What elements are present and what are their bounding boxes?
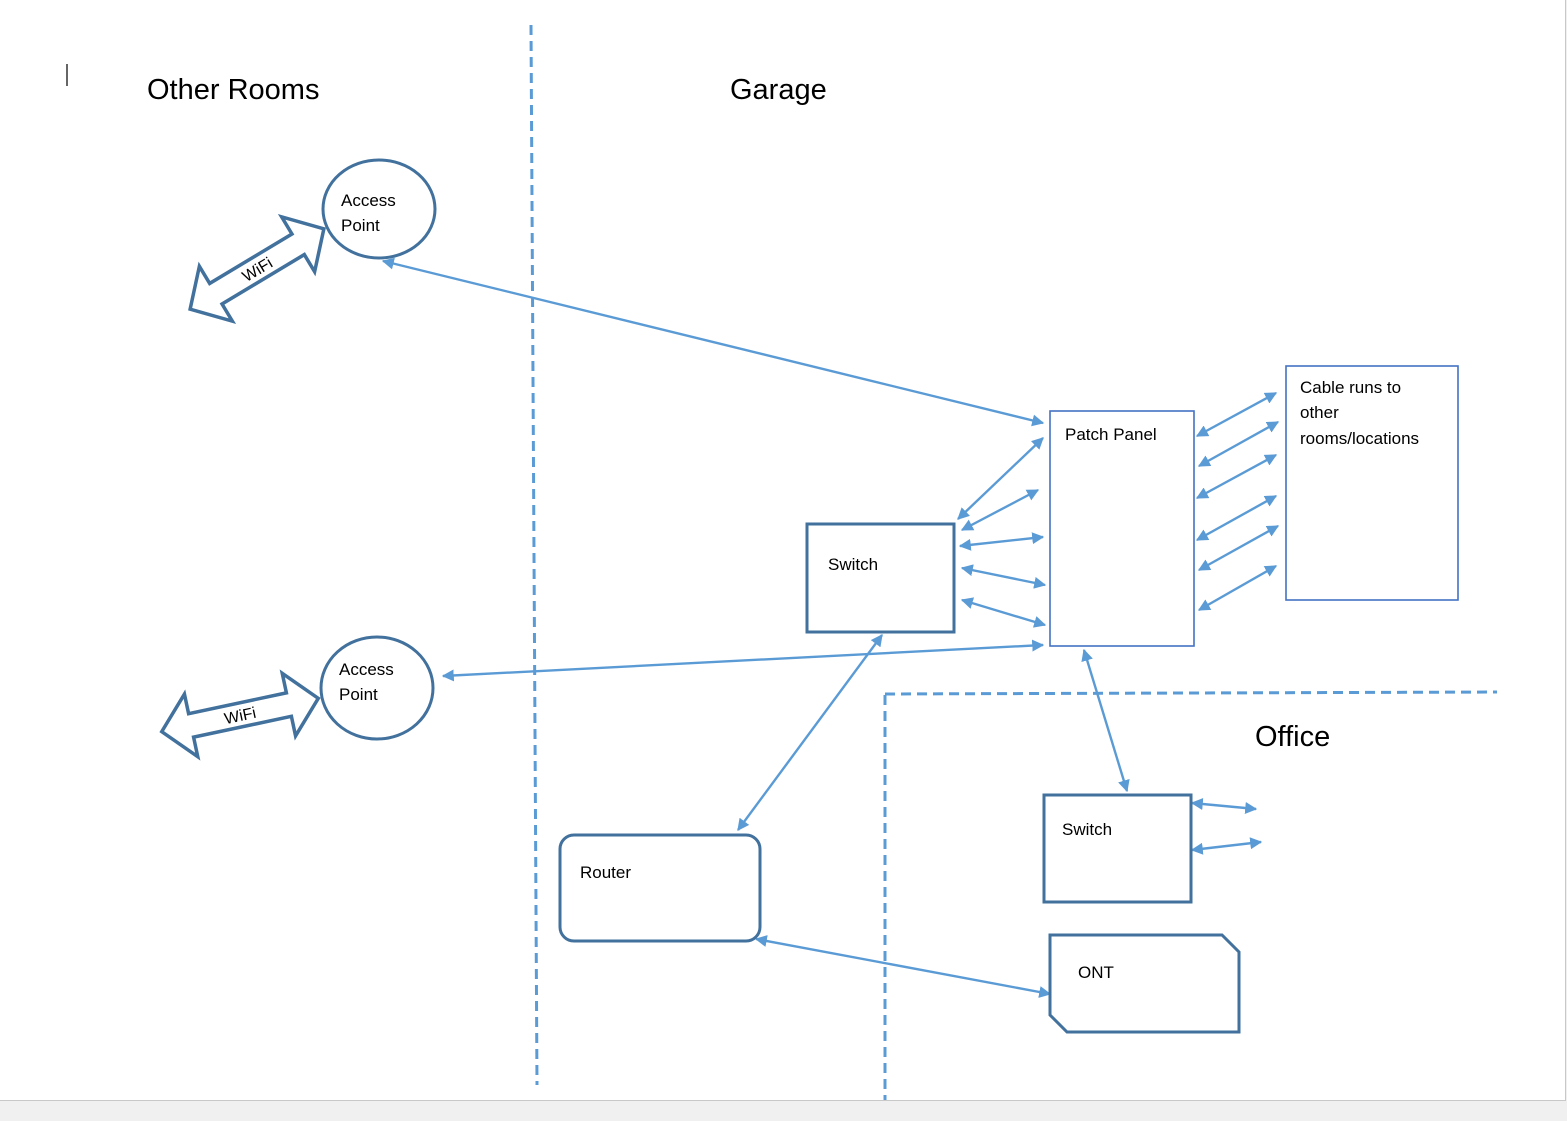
ont-label: ONT bbox=[1078, 963, 1114, 982]
connector-patch-to-ap-top bbox=[381, 257, 1045, 427]
connector-switch-patch-1 bbox=[957, 437, 1044, 520]
patch-panel-label: Patch Panel bbox=[1065, 425, 1157, 444]
access-point-top-label-line2: Point bbox=[341, 216, 380, 235]
connector-switch-router bbox=[737, 634, 883, 831]
cable-runs-shape bbox=[1285, 365, 1459, 601]
connector-switch-patch-2 bbox=[960, 488, 1040, 532]
zone-title-garage: Garage bbox=[730, 74, 827, 106]
router-label: Router bbox=[580, 863, 631, 882]
switch-office-label: Switch bbox=[1062, 820, 1112, 839]
connector-office-switch-out-2 bbox=[1190, 837, 1263, 855]
patch-panel: Patch Panel bbox=[1049, 410, 1195, 647]
office-divider-horizontal bbox=[884, 690, 1498, 696]
connector-switch-patch-3 bbox=[958, 532, 1045, 551]
double-arrow-icon bbox=[188, 213, 326, 325]
connector-office-switch-out-1 bbox=[1190, 798, 1258, 814]
connector-router-ont bbox=[754, 935, 1052, 998]
switch-garage-shape bbox=[805, 522, 956, 634]
ont: ONT bbox=[1048, 933, 1241, 1034]
connector-switch-patch-5 bbox=[960, 597, 1047, 628]
switch-office-shape bbox=[1042, 793, 1193, 904]
zone-divider-vertical bbox=[529, 24, 539, 1086]
cable-runs-label-line1: Cable runs to bbox=[1300, 378, 1401, 397]
zone-title-office: Office bbox=[1255, 721, 1330, 753]
wifi-label-bottom: WiFi bbox=[223, 705, 258, 728]
patch-panel-shape bbox=[1049, 410, 1195, 647]
router: Router bbox=[558, 833, 762, 943]
cable-runs-label-line2: other bbox=[1300, 403, 1339, 422]
connector-patch-cable-5 bbox=[1197, 524, 1280, 572]
connector-patch-cable-6 bbox=[1197, 564, 1278, 612]
access-point-top-label-line1: Access bbox=[341, 191, 396, 210]
cable-runs-label-line3: rooms/locations bbox=[1300, 429, 1419, 448]
access-point-bottom: Access Point bbox=[319, 635, 435, 741]
connections bbox=[381, 257, 1280, 998]
wifi-arrow-bottom: WiFi bbox=[159, 669, 321, 761]
access-point-top: Access Point bbox=[321, 158, 437, 260]
zone-title-other-rooms: Other Rooms bbox=[147, 74, 319, 106]
connector-patch-cable-3 bbox=[1195, 453, 1278, 500]
access-point-bottom-label-line1: Access bbox=[339, 660, 394, 679]
wifi-arrow-top: WiFi bbox=[188, 213, 326, 325]
switch-garage: Switch bbox=[805, 522, 956, 634]
access-point-bottom-shape bbox=[319, 635, 435, 741]
connector-switch-patch-4 bbox=[960, 564, 1047, 589]
ont-shape bbox=[1048, 933, 1241, 1034]
router-shape bbox=[558, 833, 762, 943]
double-arrow-icon bbox=[159, 669, 321, 761]
switch-garage-label: Switch bbox=[828, 555, 878, 574]
connector-patch-to-ap-bottom bbox=[441, 639, 1045, 682]
cable-runs-box: Cable runs to other rooms/locations bbox=[1285, 365, 1459, 601]
connector-patch-office-switch bbox=[1081, 648, 1130, 793]
access-point-top-shape bbox=[321, 158, 437, 260]
switch-office: Switch bbox=[1042, 793, 1193, 904]
access-point-bottom-label-line2: Point bbox=[339, 685, 378, 704]
